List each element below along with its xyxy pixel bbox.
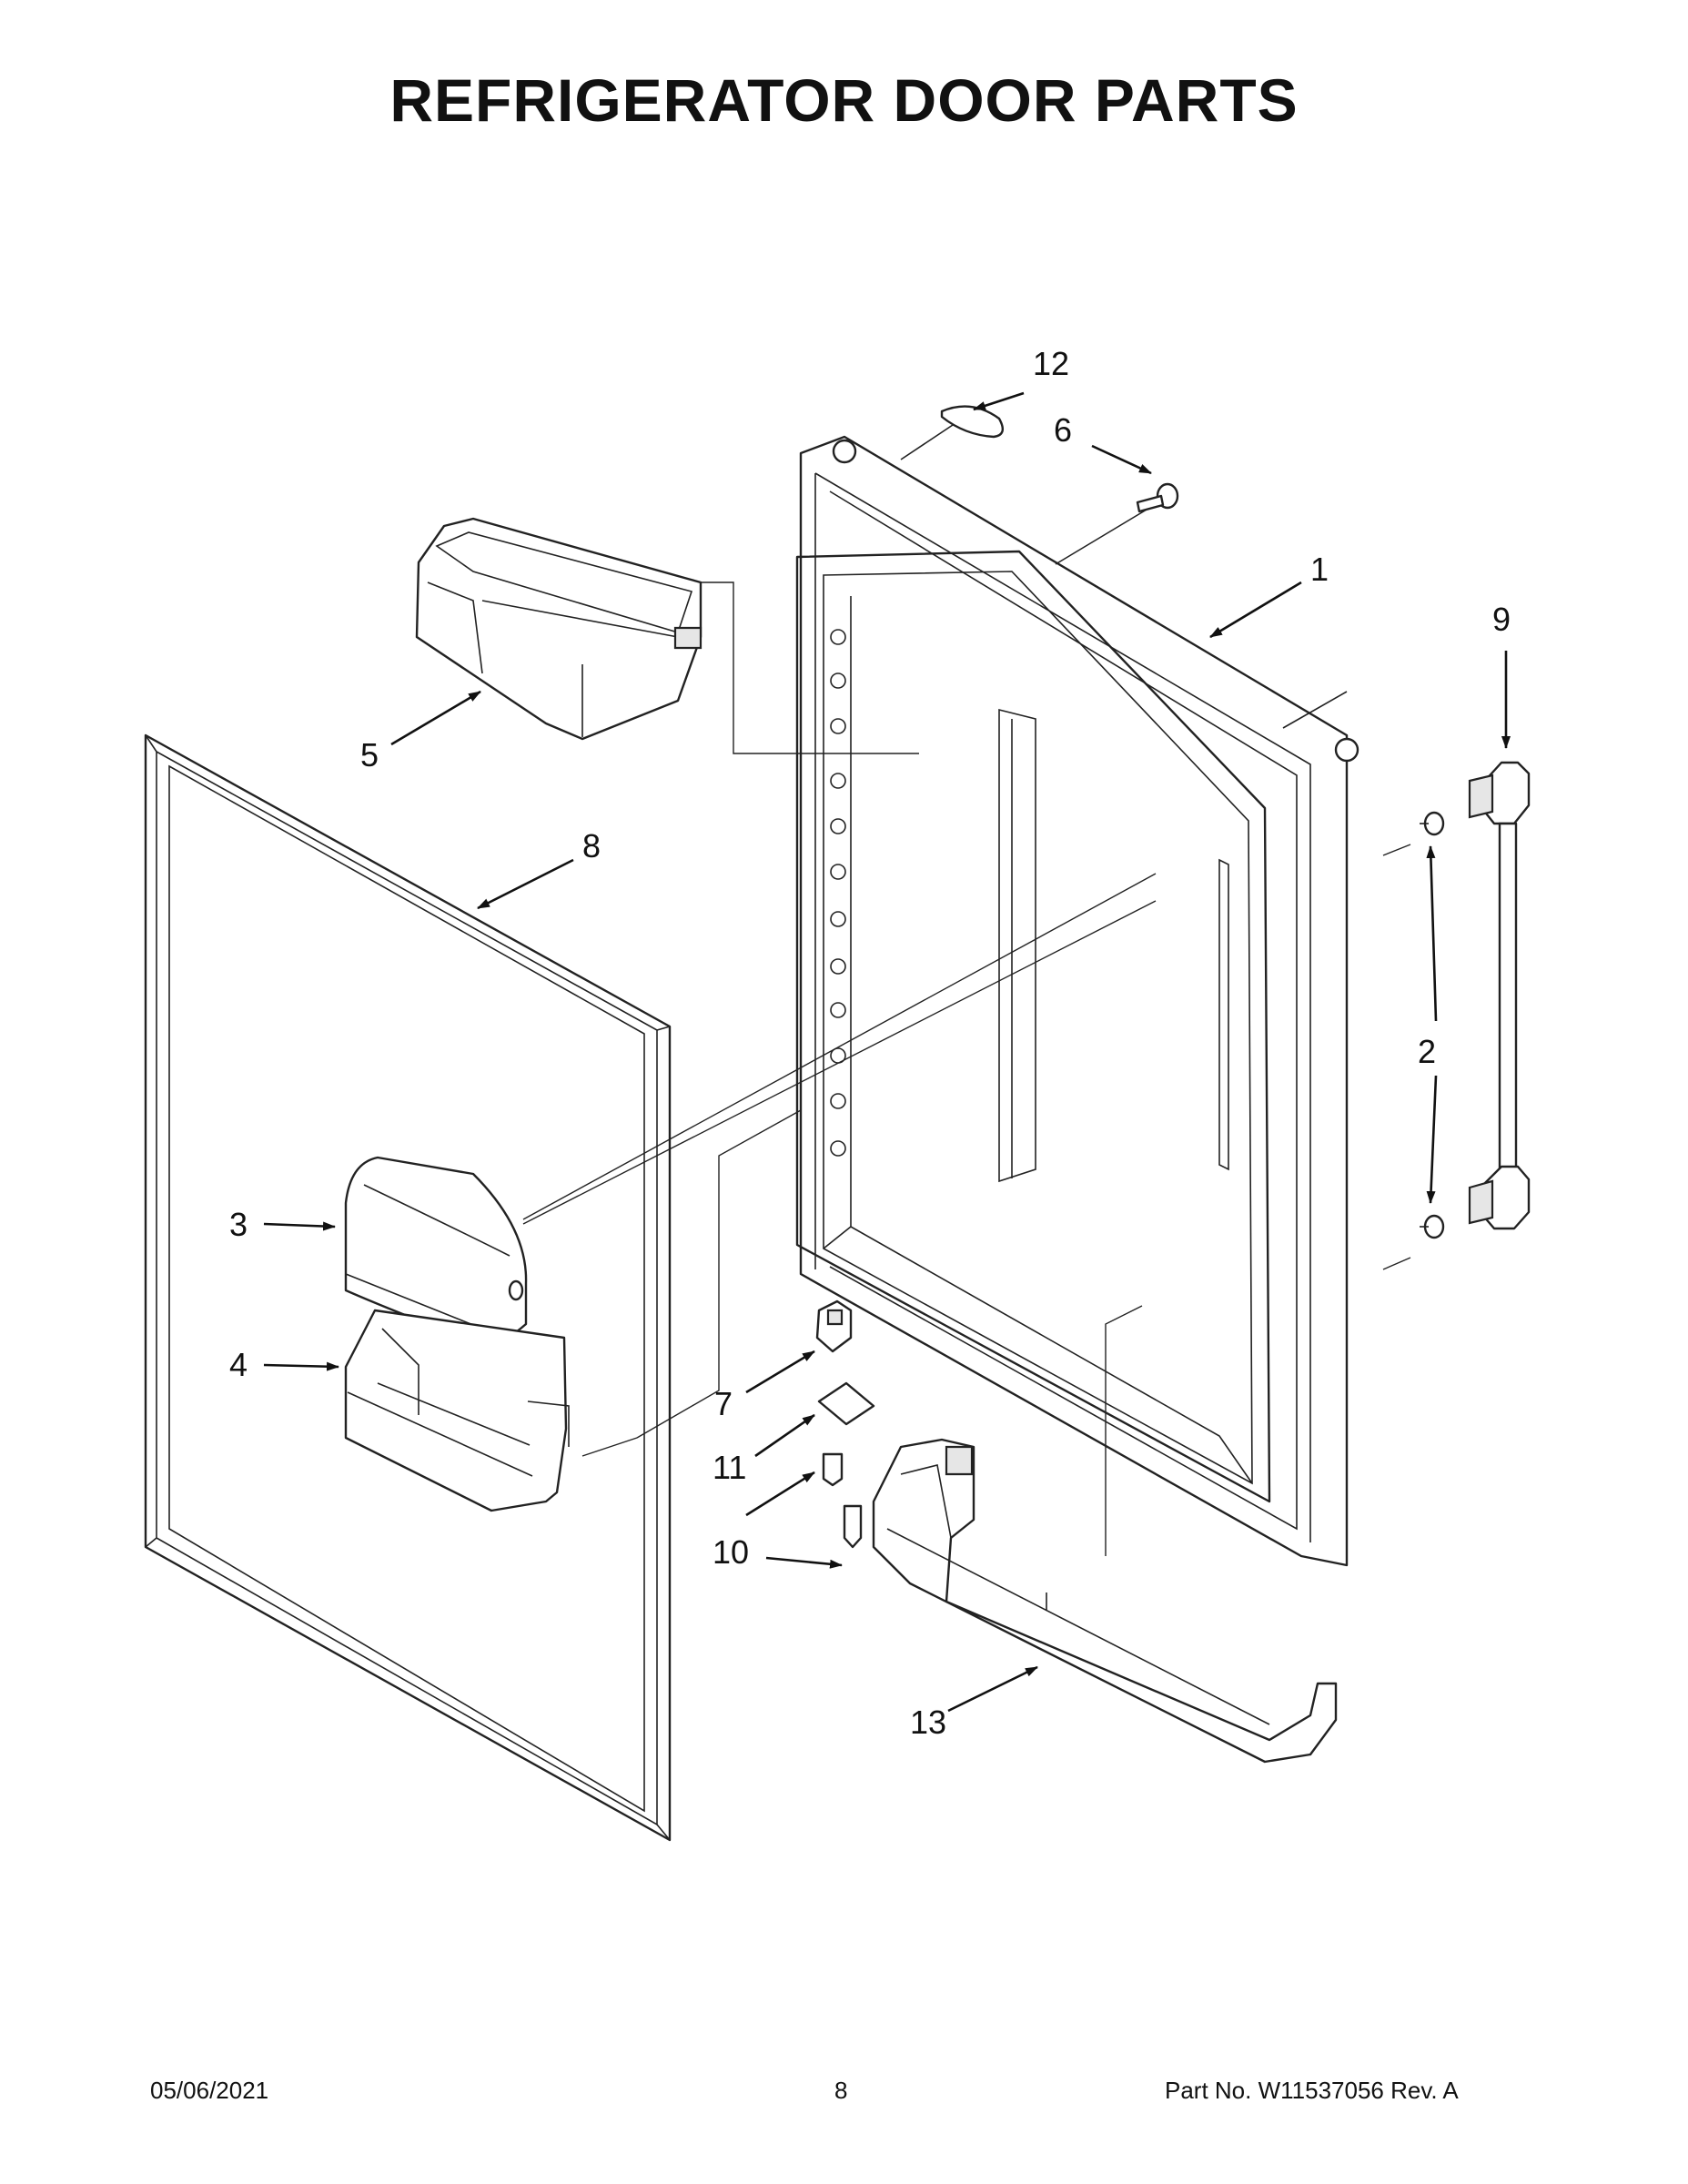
callout-1: 1 [1310,551,1329,588]
callout-arrows [263,391,1511,1713]
handle-studs-part-2 [1420,811,1445,1239]
hinge-part-7 [815,1299,853,1353]
footer-date: 05/06/2021 [150,2077,269,2104]
callout-numbers: 1 2 3 4 5 6 7 8 9 10 10 11 12 13 [229,345,1511,1741]
callout-11: 11 [713,1449,746,1486]
footer-page-number: 8 [834,2077,848,2104]
callout-12: 12 [1033,345,1069,382]
leader-lines [522,581,1157,1556]
bracket-part-11 [817,1381,875,1426]
page-title: REFRIGERATOR DOOR PARTS [389,66,1299,134]
screw-part-6 [1136,482,1179,513]
lower-bin-part-13 [872,1438,1338,1764]
callout-7: 7 [714,1385,733,1422]
door-bin-part-5 [415,517,702,741]
callout-9: 9 [1492,601,1511,638]
callout-10: 10 [713,1533,749,1571]
handle-part-9 [1468,761,1531,1230]
callout-6: 6 [1054,411,1072,449]
door-liner-part-1 [795,422,1411,1567]
footer-part-number: Part No. W11537056 Rev. A [1165,2077,1459,2104]
screws-part-10 [822,1452,863,1549]
callout-8: 8 [582,827,601,864]
callout-13: 13 [910,1704,946,1741]
callout-5: 5 [360,736,379,774]
dispenser-tray-part-4 [344,1309,570,1512]
callout-4: 4 [229,1346,248,1383]
gasket-part-12 [940,405,1005,439]
callout-2: 2 [1418,1033,1436,1070]
callout-3: 3 [229,1206,248,1243]
